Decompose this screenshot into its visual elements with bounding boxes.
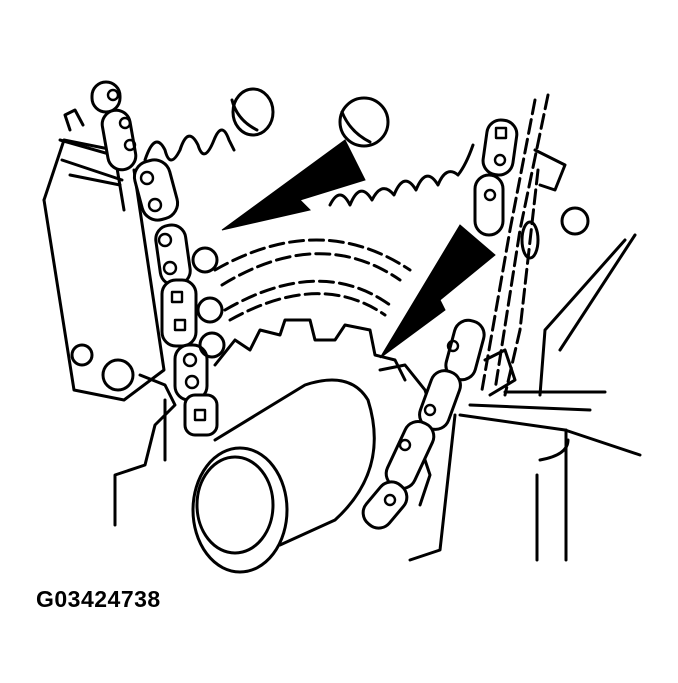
chain-left-strand (90, 80, 226, 437)
arrow-left (221, 139, 366, 231)
arrow-right (379, 224, 496, 359)
chain-tensioner (42, 108, 177, 527)
upper-sprocket-teeth (143, 128, 475, 207)
figure-id-label: G03424738 (36, 586, 161, 612)
crankshaft (191, 378, 376, 574)
chain-right-strand (361, 118, 519, 530)
engine-block (408, 390, 642, 562)
crank-arcs (213, 238, 412, 322)
dowel-pins (230, 87, 590, 236)
chain-guide-right (480, 93, 637, 397)
